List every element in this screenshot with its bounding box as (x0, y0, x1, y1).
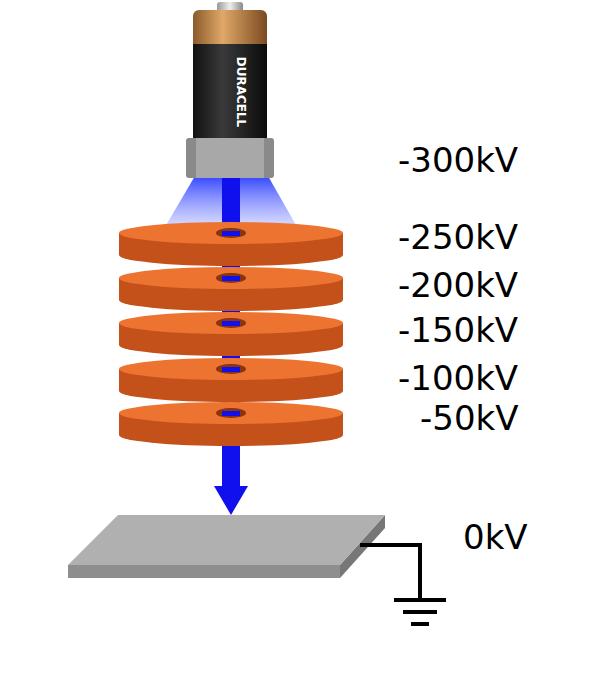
disc-top (119, 222, 343, 244)
voltage-label: -50kV (420, 398, 518, 438)
voltage-label: -200kV (398, 265, 518, 305)
voltage-label: -100kV (398, 358, 518, 398)
disc-top (119, 267, 343, 289)
voltage-label: -150kV (398, 310, 518, 350)
ground-symbol (403, 610, 437, 614)
anode-disc-stack (119, 222, 343, 446)
disc-hole (216, 318, 246, 328)
voltage-label: -250kV (398, 217, 518, 257)
disc-hole (216, 228, 246, 238)
cathode-holder (186, 138, 274, 178)
disc-hole (216, 408, 246, 418)
ground-symbol (394, 598, 446, 602)
voltage-label: -300kV (398, 140, 518, 180)
beam-in-hole (222, 276, 240, 281)
ground-symbol (411, 622, 429, 626)
ground-voltage-label: 0kV (463, 517, 528, 557)
beam-in-hole (222, 367, 240, 372)
disc-hole (216, 273, 246, 283)
cathode-holder-face (196, 138, 264, 178)
beam-in-hole (222, 411, 240, 416)
beam-arrowhead (214, 486, 248, 515)
ground-wire (360, 545, 420, 600)
disc-top (119, 358, 343, 380)
beam-in-hole (222, 321, 240, 326)
target-plate (68, 515, 385, 565)
target-plate-edge (68, 565, 340, 578)
battery-brand: DURACELL (234, 57, 248, 128)
disc-top (119, 312, 343, 334)
disc-hole (216, 364, 246, 374)
beam-in-hole (222, 231, 240, 236)
battery-body (193, 44, 267, 140)
disc-top (119, 402, 343, 424)
